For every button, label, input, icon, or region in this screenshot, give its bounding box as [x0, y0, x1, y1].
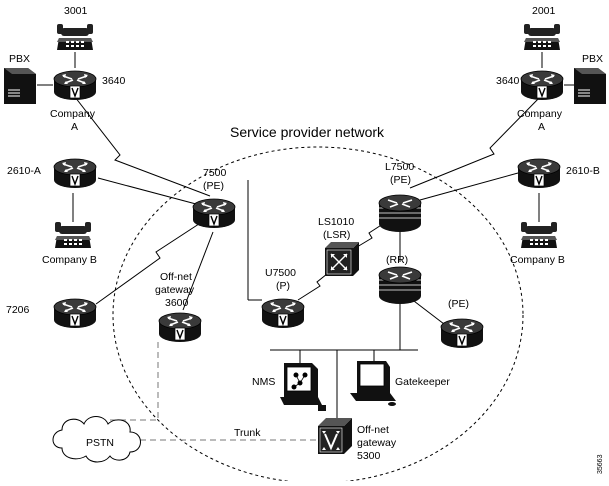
- label-u7500-p: (P): [276, 280, 290, 292]
- workstation-icon: [350, 361, 396, 406]
- router-icon: [192, 198, 236, 229]
- label-gatekeeper: Gatekeeper: [395, 376, 450, 388]
- label-5300-1: Off-net: [357, 424, 389, 436]
- label-7500: 7500: [203, 167, 227, 179]
- label-company-b-left: Company B: [42, 254, 97, 266]
- service-provider-boundary: [112, 146, 524, 484]
- pstn-cloud-icon: [52, 416, 141, 463]
- label-3001: 3001: [64, 5, 88, 17]
- network-links: [37, 52, 576, 422]
- label-5300-3: 5300: [357, 450, 381, 462]
- route-reflector-icon: [378, 266, 422, 305]
- label-2610-a: 2610-A: [7, 165, 41, 177]
- label-ls1010-lsr: (LSR): [323, 229, 350, 241]
- router-icon: [53, 158, 97, 189]
- label-offnet-gateway-3: 3600: [165, 297, 189, 309]
- label-company-a-right-1: Company: [517, 108, 563, 120]
- label-company-b-right: Company B: [510, 254, 565, 266]
- label-rr: (RR): [386, 254, 408, 266]
- label-3640-right: 3640: [496, 75, 520, 87]
- voice-gateway-icon: [318, 418, 352, 454]
- phone-icon: [524, 24, 560, 50]
- label-l7500: L7500: [385, 161, 414, 173]
- router-icon: [261, 298, 305, 329]
- pbx-icon: [3, 67, 37, 105]
- router-icon: [158, 312, 202, 343]
- label-7206: 7206: [6, 304, 30, 316]
- label-pstn: PSTN: [86, 437, 114, 449]
- atm-switch-icon: [325, 242, 359, 276]
- label-trunk: Trunk: [234, 427, 261, 439]
- route-reflector-icon: [378, 194, 422, 233]
- label-pe: (PE): [448, 298, 469, 310]
- figure-id: 35663: [597, 454, 604, 474]
- phone-icon: [521, 222, 557, 248]
- label-pbx-left: PBX: [9, 53, 30, 65]
- label-pbx-right: PBX: [582, 53, 603, 65]
- label-nms: NMS: [252, 376, 275, 388]
- label-3640-left: 3640: [102, 75, 126, 87]
- router-icon: [517, 158, 561, 189]
- label-company-a-left-2: A: [71, 121, 78, 133]
- label-2610-b: 2610-B: [566, 165, 600, 177]
- workstation-icon: [280, 363, 326, 411]
- label-7500-pe: (PE): [203, 180, 224, 192]
- label-offnet-gateway-1: Off-net: [160, 271, 192, 283]
- label-company-a-left-1: Company: [50, 108, 96, 120]
- phone-icon: [57, 24, 93, 50]
- pbx-icon: [573, 67, 607, 105]
- router-icon: [520, 70, 564, 101]
- service-provider-title: Service provider network: [230, 124, 385, 140]
- label-l7500-pe: (PE): [390, 174, 411, 186]
- label-u7500: U7500: [265, 267, 296, 279]
- label-2001: 2001: [532, 5, 556, 17]
- router-icon: [53, 298, 97, 329]
- router-icon: [53, 70, 97, 101]
- pstn-dashed-link: [98, 342, 316, 441]
- label-5300-2: gateway: [357, 437, 397, 449]
- label-company-a-right-2: A: [538, 121, 545, 133]
- router-icon: [440, 318, 484, 349]
- phone-icon: [55, 222, 91, 248]
- label-offnet-gateway-2: gateway: [155, 284, 195, 296]
- diagram-labels: 3001 2001 PBX PBX 3640 3640 Company A Co…: [6, 5, 604, 474]
- label-ls1010: LS1010: [318, 216, 354, 228]
